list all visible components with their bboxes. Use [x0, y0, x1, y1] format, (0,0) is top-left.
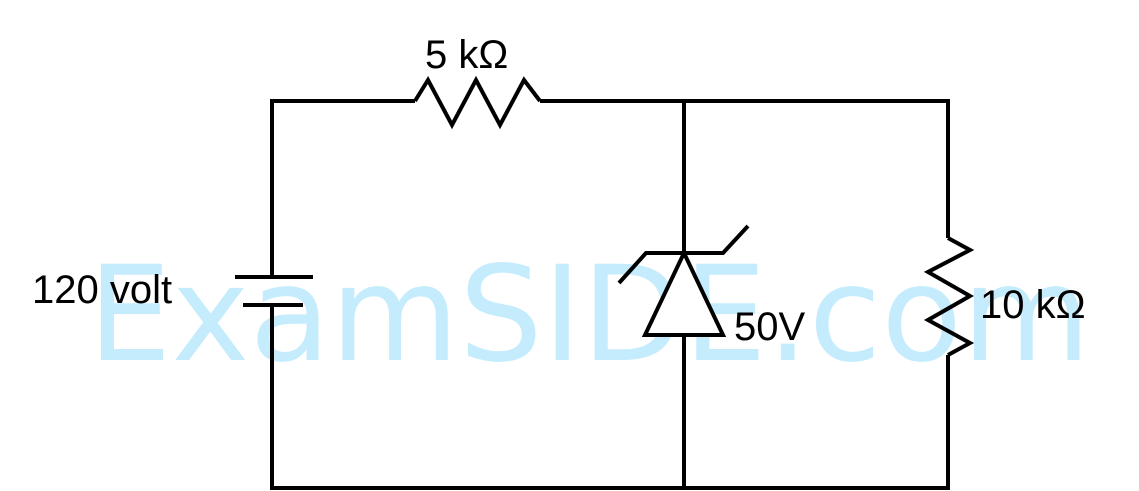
wire-bottom: [270, 305, 950, 490]
series-resistor-label: 5 kΩ: [425, 33, 508, 77]
zener-bar: [617, 224, 750, 285]
watermark: ExamSIDE.com: [88, 238, 1091, 392]
load-resistor-label: 10 kΩ: [980, 283, 1086, 327]
wire-left-top: [270, 99, 415, 277]
series-resistor-symbol: [413, 75, 542, 130]
load-resistor-symbol: [923, 236, 975, 357]
battery-label: 120 volt: [32, 268, 172, 312]
zener-label: 50V: [734, 305, 805, 349]
wire-top-right: [540, 99, 950, 238]
